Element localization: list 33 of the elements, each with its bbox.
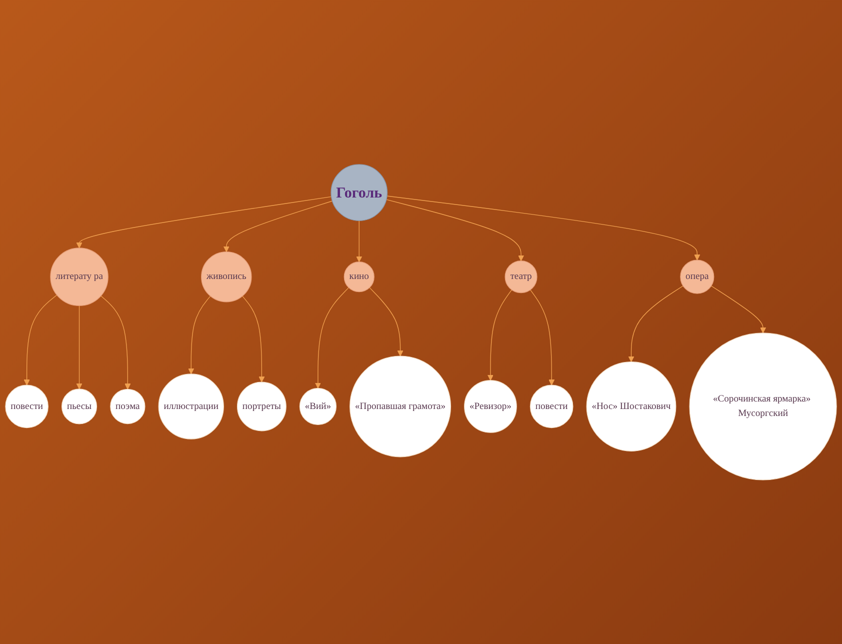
arrow xyxy=(386,195,700,260)
node-circle: «Вий» xyxy=(299,388,337,425)
node-circle: пьесы xyxy=(61,388,98,424)
arrow xyxy=(356,220,362,262)
node-circle: «Ревизор» xyxy=(464,380,517,433)
arrow xyxy=(386,199,524,261)
node-circle: литерату ра xyxy=(50,247,108,306)
node-circle: кино xyxy=(344,261,374,292)
node-circle: иллюстрации xyxy=(158,373,224,440)
arrow xyxy=(628,285,684,362)
arrow xyxy=(314,287,350,388)
arrow xyxy=(188,296,211,374)
arrow xyxy=(242,296,265,382)
arrow xyxy=(76,305,82,390)
node-circle: «Пропавшая грамота» xyxy=(350,356,452,457)
arrow xyxy=(24,294,58,386)
node-circle: опера xyxy=(680,260,714,294)
arrow xyxy=(710,285,766,334)
node-circle: повести xyxy=(5,384,48,428)
node-circle: повести xyxy=(530,384,574,428)
node-circle: живопись xyxy=(201,251,252,302)
arrow xyxy=(223,200,333,252)
node-circle: «Нос» Шостакович xyxy=(586,361,676,452)
arrow xyxy=(100,295,131,390)
node-circle: Гоголь xyxy=(330,164,388,221)
node-circle: портреты xyxy=(236,382,286,431)
arrow xyxy=(76,196,332,248)
arrow xyxy=(530,289,555,386)
node-circle: поэма xyxy=(110,388,146,424)
node-circle: «Сорочинская ярмарка» Мусоргский xyxy=(689,332,837,480)
arrow xyxy=(487,289,512,380)
arrow xyxy=(369,287,404,356)
node-circle: театр xyxy=(504,260,538,293)
